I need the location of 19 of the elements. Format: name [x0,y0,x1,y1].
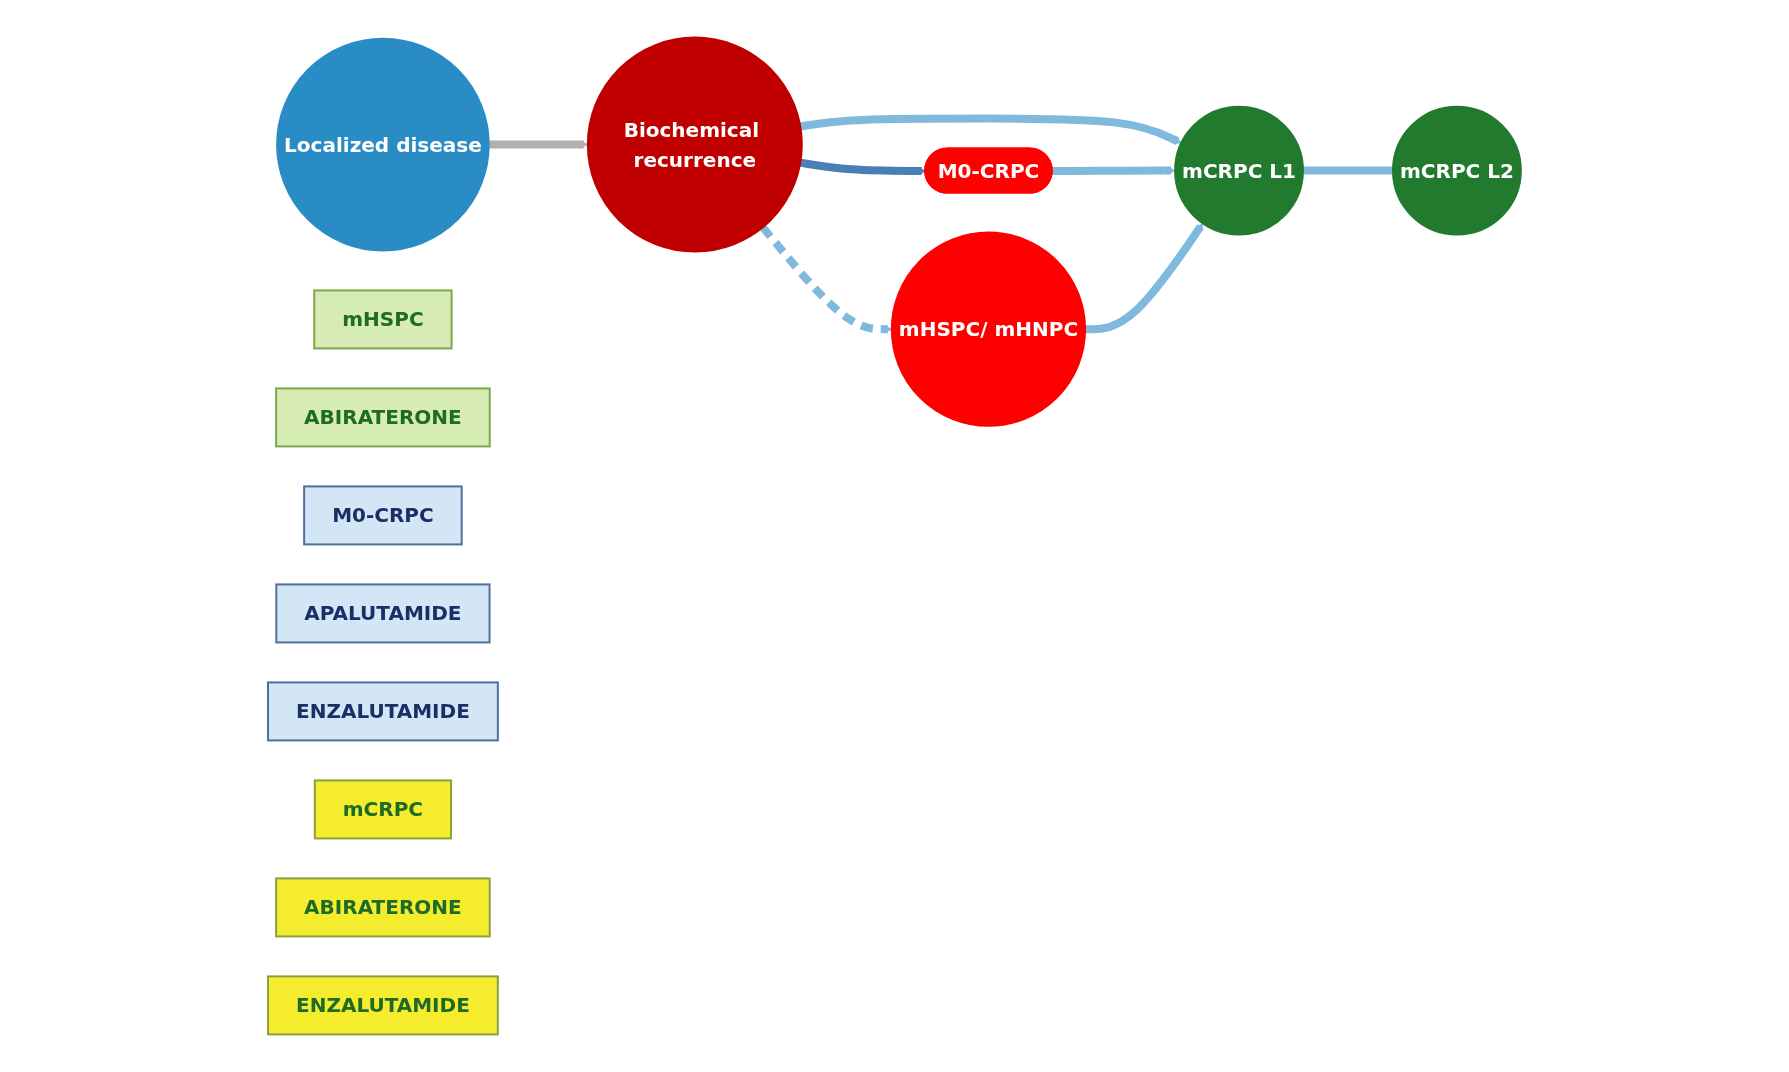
node-box: mCRPC [313,779,453,840]
arrow [1085,222,1204,334]
node-box: ENZALUTAMIDE [267,975,499,1036]
node-circle: mCRPC L1 [1174,105,1305,236]
arrow [759,224,893,334]
arrow [799,114,1182,145]
node-circle: mCRPC L2 [1392,105,1522,236]
node-box: APALUTAMIDE [275,583,491,644]
node-box: ABIRATERONE [275,387,491,448]
node-circle: Biochemical recurrence [586,36,803,253]
node-box: ABIRATERONE [275,877,491,938]
node-box: M0-CRPC [303,485,463,546]
arrow [488,140,589,149]
node-box: mHSPC [313,289,453,350]
node-circle: mHSPC/ mHNPC [890,231,1087,427]
arrow [1052,166,1176,176]
connector [1303,166,1394,175]
node-box: ENZALUTAMIDE [267,681,499,742]
node-circle: Localized disease [276,37,490,252]
